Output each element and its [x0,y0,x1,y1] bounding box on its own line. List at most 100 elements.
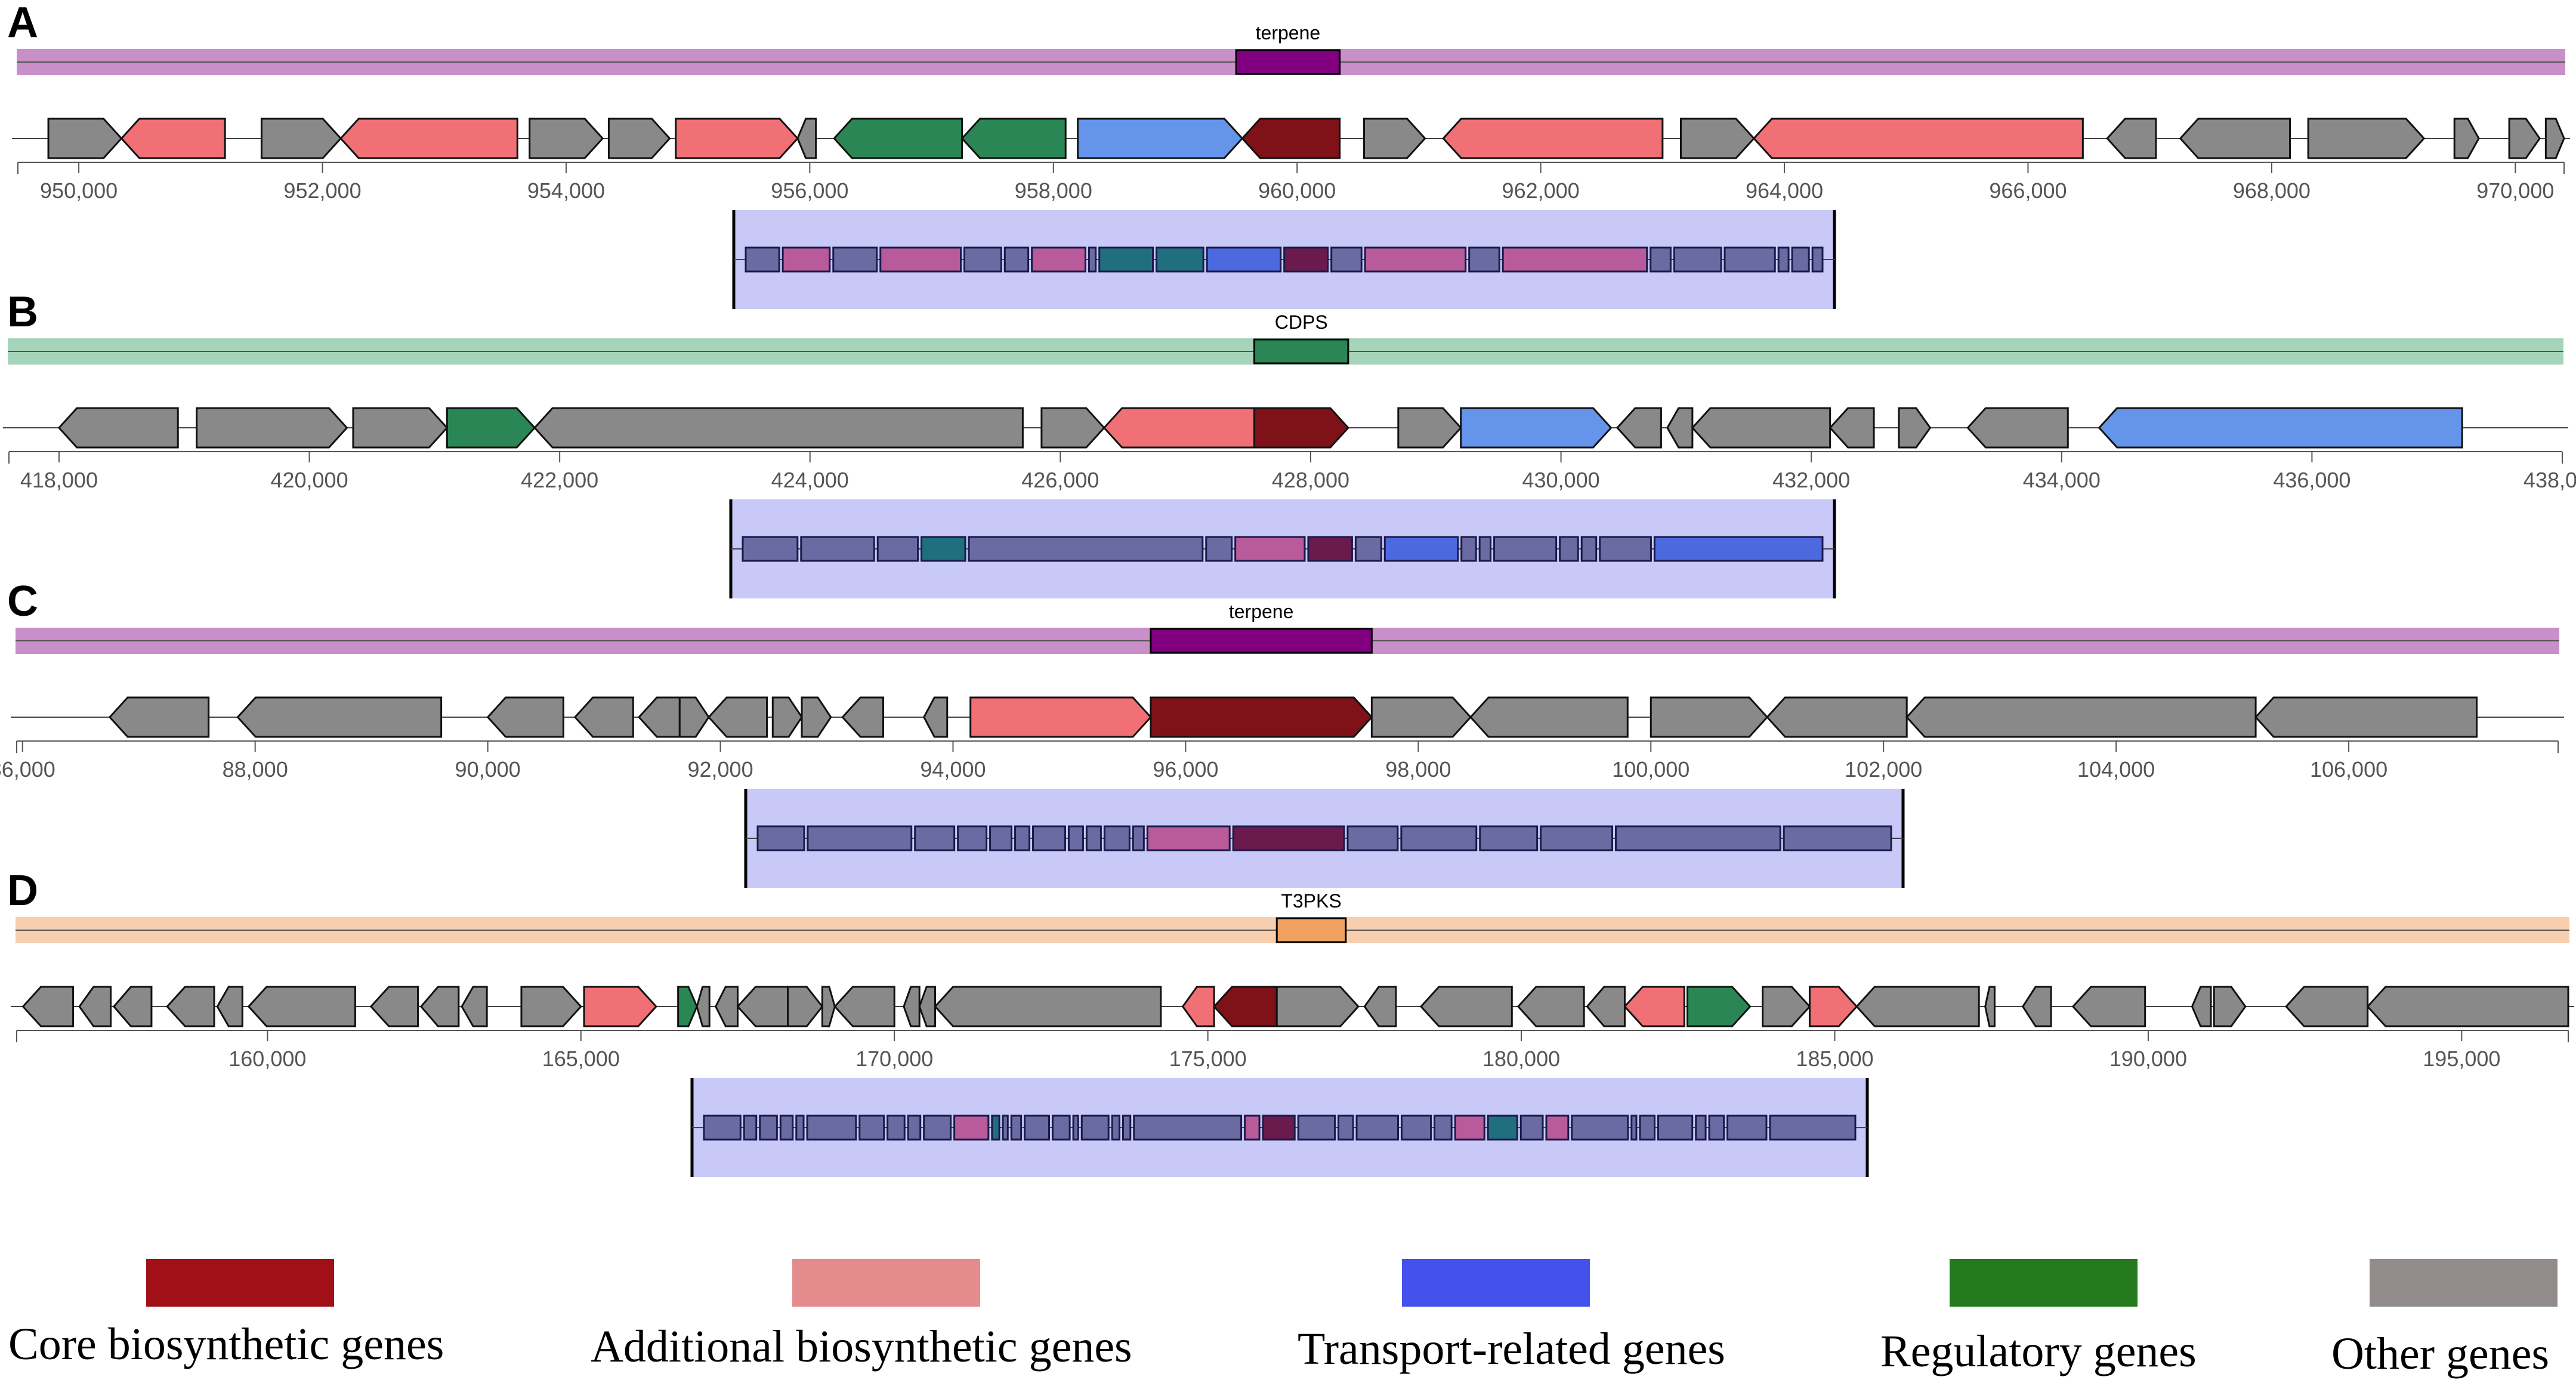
overview-gene-other [1205,536,1233,562]
gene-arrow-additional [969,696,1152,738]
overview-gene-other [1338,1115,1354,1141]
panel-c: Cterpene86,00088,00090,00092,00094,00096… [0,578,2564,888]
gene-arrow-other [2366,986,2569,1027]
gene-arrow-other [461,986,488,1027]
gene-arrow-other [1363,986,1397,1027]
gene-arrow-other [260,118,342,159]
gene-arrow-other [108,696,210,738]
overview-gene-other [1032,825,1066,851]
overview-gene-other [1003,246,1030,273]
gene-arrow-other [216,986,243,1027]
axis-tick-label: 950,000 [40,178,118,203]
gene-arrow-additional [120,118,226,159]
gene-arrow-other [112,986,153,1027]
axis-tick-label: 424,000 [771,468,849,492]
gene-arrow-transport [1077,118,1244,159]
gene-arrow-other [1855,986,1980,1027]
axis-tick-label: 102,000 [1845,757,1922,782]
gene-arrow-other [801,696,832,738]
axis-tick-label: 970,000 [2476,178,2554,203]
overview-gene-other [1615,825,1781,851]
axis-tick-label: 964,000 [1746,178,1823,203]
overview-gene-core [1232,825,1345,851]
gene-arrow-additional [1752,118,2084,159]
overview-gene-other [1103,825,1131,851]
overview-gene-other [1479,825,1539,851]
overview-gene-other [743,1115,758,1141]
gene-arrow-other [771,696,803,738]
gene-arrow-other [533,407,1024,449]
gene-arrow-other [1469,696,1629,738]
gene-arrow-other [638,696,681,738]
gene-arrow-other [1666,407,1694,449]
axis-tick-label: 958,000 [1015,178,1092,203]
axis-tick-label: 98,000 [1385,757,1451,782]
overview-gene-additional [1146,825,1231,851]
axis-tick-label: 420,000 [270,468,348,492]
gene-arrow-other [1905,696,2257,738]
gene-arrow-other [1275,986,1360,1027]
overview-gene-other [1811,246,1824,273]
gene-arrow-additional [1442,118,1664,159]
gene-arrow-core [1253,407,1349,449]
overview-gene-other [876,536,919,562]
axis-tick-label: 952,000 [283,178,361,203]
overview-gene-other [1519,1115,1544,1141]
gene-arrow-other [2071,986,2146,1027]
overview-gene-other [1088,246,1097,273]
axis-tick-label: 422,000 [521,468,598,492]
gene-arrow-other [1397,407,1462,449]
axis-tick-label: 195,000 [2423,1047,2500,1071]
axis-tick-label: 426,000 [1021,468,1099,492]
gene-arrow-other [21,986,75,1027]
gene-arrow-other [1762,986,1811,1027]
gene-arrow-other [787,986,824,1027]
overview-gene-other [1002,1115,1009,1141]
overview-gene-other [957,825,988,851]
gene-arrow-additional [1623,986,1685,1027]
overview-gene-other [1493,536,1558,562]
overview-gene-core [1307,536,1353,562]
overview-gene-other [703,1115,742,1141]
overview-gene-other [1346,825,1399,851]
gene-arrow-other [1984,986,1996,1027]
gene-arrow-other [821,986,836,1027]
overview-gene-other [795,1115,805,1141]
region-core-box [1275,917,1347,943]
overview-gene-other [923,1115,952,1141]
gene-arrow-other [918,986,937,1027]
axis-tick-label: 94,000 [920,757,986,782]
overview-gene-other [1540,825,1614,851]
gene-arrow-other [2191,986,2212,1027]
gene-arrow-other [78,986,112,1027]
legend-swatch [146,1259,334,1307]
gene-arrow-additional [1102,407,1256,449]
overview-gene-other [858,1115,885,1141]
overview-gene-other [1460,536,1477,562]
overview-gene-other [1468,246,1500,273]
legend-swatch [2370,1259,2558,1307]
gene-arrow-other [247,986,356,1027]
legend-label: Regulatory genes [1880,1326,2197,1376]
overview-gene-other [1478,536,1492,562]
gene-arrow-other [2213,986,2247,1027]
overview-gene-additional [953,1115,990,1141]
region-type-label: terpene [1256,22,1321,44]
axis-tick-label: 106,000 [2310,757,2387,782]
overview-gene-other [807,825,913,851]
overview-gene-other [1559,536,1579,562]
overview-gene-other [1630,1115,1638,1141]
axis-tick-label: 956,000 [771,178,848,203]
overview-gene-other [887,1115,906,1141]
legend-swatch [1950,1259,2138,1307]
legend-label: Other genes [2331,1329,2550,1379]
panel-letter: D [7,867,38,915]
overview-gene-other [1400,825,1478,851]
gene-arrow-other [2285,986,2369,1027]
overview-gene-other [1010,1115,1023,1141]
gene-arrow-other [1370,696,1472,738]
panel-letter: C [7,578,38,625]
gene-arrow-other [2453,118,2480,159]
